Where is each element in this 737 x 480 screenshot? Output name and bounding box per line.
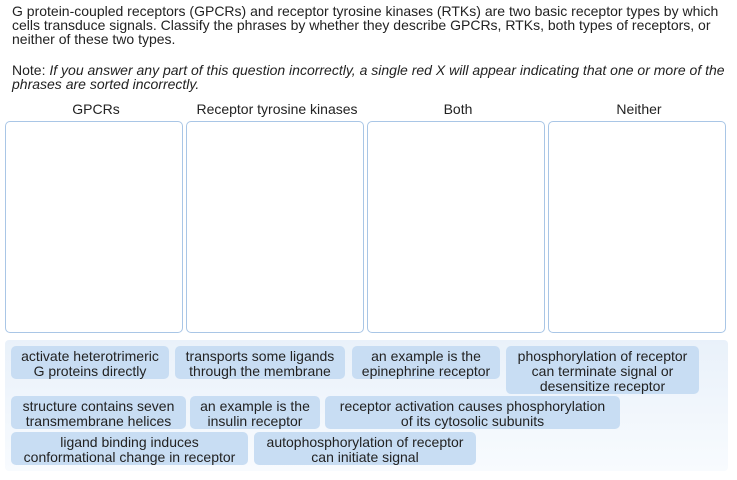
phrase-chip[interactable]: structure contains seven transmembrane h… <box>11 396 186 429</box>
bin-headers: GPCRs Receptor tyrosine kinases Both Nei… <box>4 101 729 117</box>
drop-zone-gpcrs[interactable] <box>5 121 183 333</box>
question-note: Note: If you answer any part of this que… <box>12 63 727 91</box>
note-label: Note: <box>12 62 50 78</box>
chip-line: insulin receptor <box>207 413 303 429</box>
phrase-chip[interactable]: activate heterotrimeric G proteins direc… <box>11 346 169 379</box>
phrase-chip[interactable]: phosphorylation of receptor can terminat… <box>506 346 699 394</box>
intro-text: G protein-coupled receptors (GPCRs) and … <box>12 3 719 47</box>
chip-line: activate heterotrimeric <box>21 348 159 364</box>
chip-line: transmembrane helices <box>25 413 172 429</box>
chip-line: of its cytosolic subunits <box>400 413 545 429</box>
chip-line: autophosphorylation of receptor <box>266 434 464 450</box>
chip-line: through the membrane <box>189 363 331 379</box>
phrase-chip[interactable]: an example is the epinephrine receptor <box>352 346 500 379</box>
phrase-chip[interactable]: an example is the insulin receptor <box>190 396 320 429</box>
chip-line: structure contains seven <box>22 398 175 414</box>
phrase-chip[interactable]: transports some ligands through the memb… <box>175 346 345 379</box>
chip-line: epinephrine receptor <box>361 363 491 379</box>
chip-line: an example is the <box>371 348 481 364</box>
chip-line: phosphorylation of receptor <box>517 348 688 364</box>
phrase-chip[interactable]: receptor activation causes phosphorylati… <box>325 396 620 429</box>
chip-line: G proteins directly <box>33 363 147 379</box>
bin-header-neither: Neither <box>616 101 662 117</box>
bin-header-rtks: Receptor tyrosine kinases <box>196 101 358 117</box>
bin-header-gpcrs: GPCRs <box>72 101 120 117</box>
chip-line: desensitize receptor <box>539 378 666 394</box>
question-intro: G protein-coupled receptors (GPCRs) and … <box>12 4 727 46</box>
chip-line: receptor activation causes phosphorylati… <box>339 398 606 414</box>
chip-line: can initiate signal <box>311 449 419 465</box>
chip-line: conformational change in receptor <box>23 449 236 465</box>
drop-zone-both[interactable] <box>367 121 545 333</box>
phrase-chip[interactable]: autophosphorylation of receptor can init… <box>254 432 476 465</box>
drop-zone-rtks[interactable] <box>186 121 364 333</box>
chip-line: ligand binding induces <box>60 434 199 450</box>
phrase-chip[interactable]: ligand binding induces conformational ch… <box>11 432 248 465</box>
chip-line: can terminate signal or <box>531 363 674 379</box>
note-text: If you answer any part of this question … <box>12 62 725 92</box>
chip-line: an example is the <box>200 398 310 414</box>
drop-zone-neither[interactable] <box>548 121 726 333</box>
chip-line: transports some ligands <box>185 348 335 364</box>
bin-header-both: Both <box>443 101 473 117</box>
